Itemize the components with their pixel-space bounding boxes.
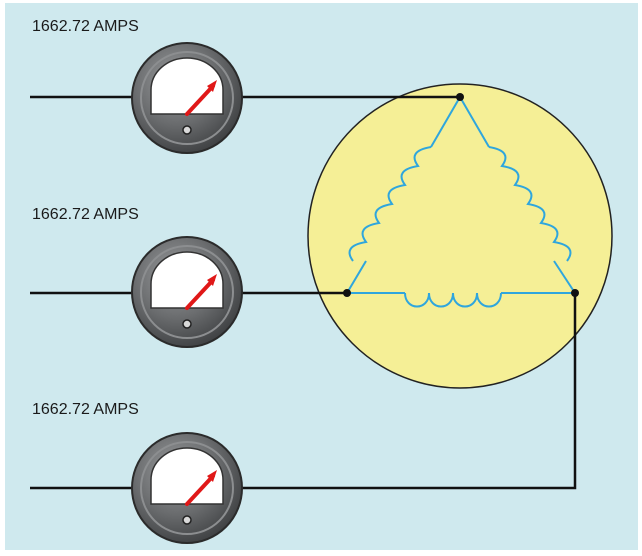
winding-lead [553, 260, 576, 294]
winding-lead [346, 260, 367, 294]
meter-screw [182, 515, 192, 525]
meter-screw [182, 125, 192, 135]
meter-needle [185, 474, 215, 506]
meter-face [150, 57, 224, 115]
meter-face [150, 447, 224, 505]
meter-3-reading: 1662.72 AMPS [32, 401, 139, 418]
junction-dots [343, 93, 579, 297]
ammeter-3 [131, 432, 243, 544]
meter-2-reading: 1662.72 AMPS [32, 206, 139, 223]
ammeter-1 [131, 42, 243, 154]
coil-bottom [404, 292, 502, 308]
coil-left [348, 146, 432, 262]
junction-right [571, 289, 579, 297]
junction-left [343, 289, 351, 297]
meter-needle [185, 84, 215, 116]
meter-needle [185, 278, 215, 310]
meter-face [150, 251, 224, 309]
winding-lead [430, 96, 461, 148]
winding-lead [459, 96, 490, 148]
junction-top [456, 93, 464, 101]
motor-housing [307, 83, 613, 389]
coil-right [488, 146, 572, 262]
ammeter-2 [131, 236, 243, 348]
meter-screw [182, 319, 192, 329]
meter-1-reading: 1662.72 AMPS [32, 18, 139, 35]
delta-winding [346, 96, 576, 308]
